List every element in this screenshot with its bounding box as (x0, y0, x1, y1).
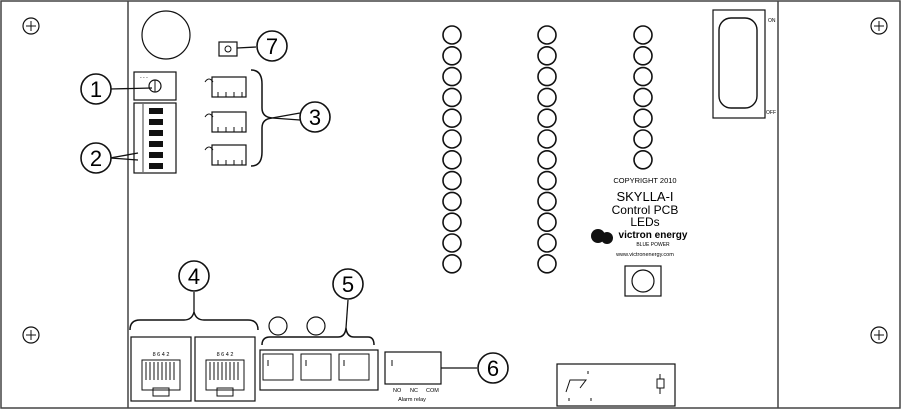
led-icon (633, 25, 653, 45)
led-icon (442, 150, 462, 170)
led-icon (537, 212, 557, 232)
jack-pin-labels: 8 6 4 2 (153, 352, 170, 358)
rj45-jack-left: 8 6 4 2 (130, 336, 192, 402)
led-icon (442, 191, 462, 212)
power-switch: ON OFF (712, 9, 776, 119)
led-icon (633, 66, 653, 87)
relay-caption: Alarm relay (398, 397, 426, 403)
website-text: www.victronenergy.com (615, 252, 674, 258)
led-icon (537, 170, 557, 191)
connector-group (204, 76, 247, 166)
model-text: SKYLLA-I (616, 189, 673, 204)
led-icon (442, 45, 462, 66)
led-icon (537, 150, 557, 170)
brand-tagline: BLUE POWER (636, 242, 670, 248)
callout-number: 5 (342, 272, 354, 297)
relay-terminal-nc: NC (410, 388, 418, 394)
callout-number: 7 (266, 34, 278, 59)
led-icon (633, 129, 653, 149)
led-icon (442, 212, 462, 232)
trim-potentiometer (306, 316, 326, 336)
trim-potentiometer (268, 316, 288, 336)
led-icon (633, 108, 653, 128)
jumper-component (218, 41, 238, 57)
callout-number: 2 (90, 146, 102, 171)
led-icon (442, 233, 462, 253)
brand-name: victron energy (619, 230, 688, 241)
led-icon (442, 129, 462, 149)
jack-pin-labels: 8 6 4 2 (217, 352, 234, 358)
led-icon (633, 87, 653, 108)
svg-text:- - -: - - - (140, 75, 148, 81)
rj45-jack-right: 8 6 4 2 (194, 336, 256, 402)
led-icon (537, 25, 557, 45)
callout-2: 2 (80, 142, 112, 174)
callout-number: 6 (487, 356, 499, 381)
callout-6: 6 (477, 352, 509, 384)
led-icon (442, 253, 462, 274)
dip-switch-block (133, 102, 177, 174)
led-icon (442, 108, 462, 128)
led-icon (442, 170, 462, 191)
callout-3: 3 (299, 101, 331, 133)
callout-7: 7 (256, 30, 288, 62)
callout-number: 3 (309, 105, 321, 130)
relay-component (556, 363, 676, 407)
led-icon (442, 66, 462, 87)
led-icon (537, 66, 557, 87)
copyright-text: COPYRIGHT 2010 (613, 176, 676, 185)
callout-1: 1 (80, 73, 112, 105)
mounting-screw-icon (22, 17, 40, 35)
rotary-switch: - - - (133, 71, 177, 101)
mounting-screw-icon (22, 326, 40, 344)
callout-4: 4 (178, 260, 210, 292)
buzzer-component (141, 10, 191, 60)
pcb-title-line2: LEDs (630, 215, 659, 229)
led-icon (537, 253, 557, 274)
callout-number: 4 (188, 264, 200, 289)
relay-terminal-no: NO (393, 388, 402, 394)
callout-number: 1 (90, 77, 102, 102)
led-icon (537, 108, 557, 128)
led-icon (442, 25, 462, 45)
pcb-title-line1: Control PCB (612, 203, 679, 217)
led-icon (442, 87, 462, 108)
led-icon (537, 129, 557, 149)
led-icon (537, 45, 557, 66)
led-icon (633, 45, 653, 66)
relay-terminal-com: COM (426, 388, 439, 394)
callout-5: 5 (332, 268, 364, 300)
led-icon (537, 233, 557, 253)
led-array (442, 25, 653, 274)
switch-on-label: ON (768, 18, 776, 24)
led-icon (633, 150, 653, 170)
led-icon (537, 191, 557, 212)
push-button (624, 265, 662, 297)
led-icon (537, 87, 557, 108)
switch-off-label: OFF (766, 110, 776, 116)
brand-logo: victron energy BLUE POWER (591, 229, 688, 248)
mounting-screw-icon (870, 17, 888, 35)
mounting-screw-icon (870, 326, 888, 344)
terminal-block-group (259, 349, 379, 391)
